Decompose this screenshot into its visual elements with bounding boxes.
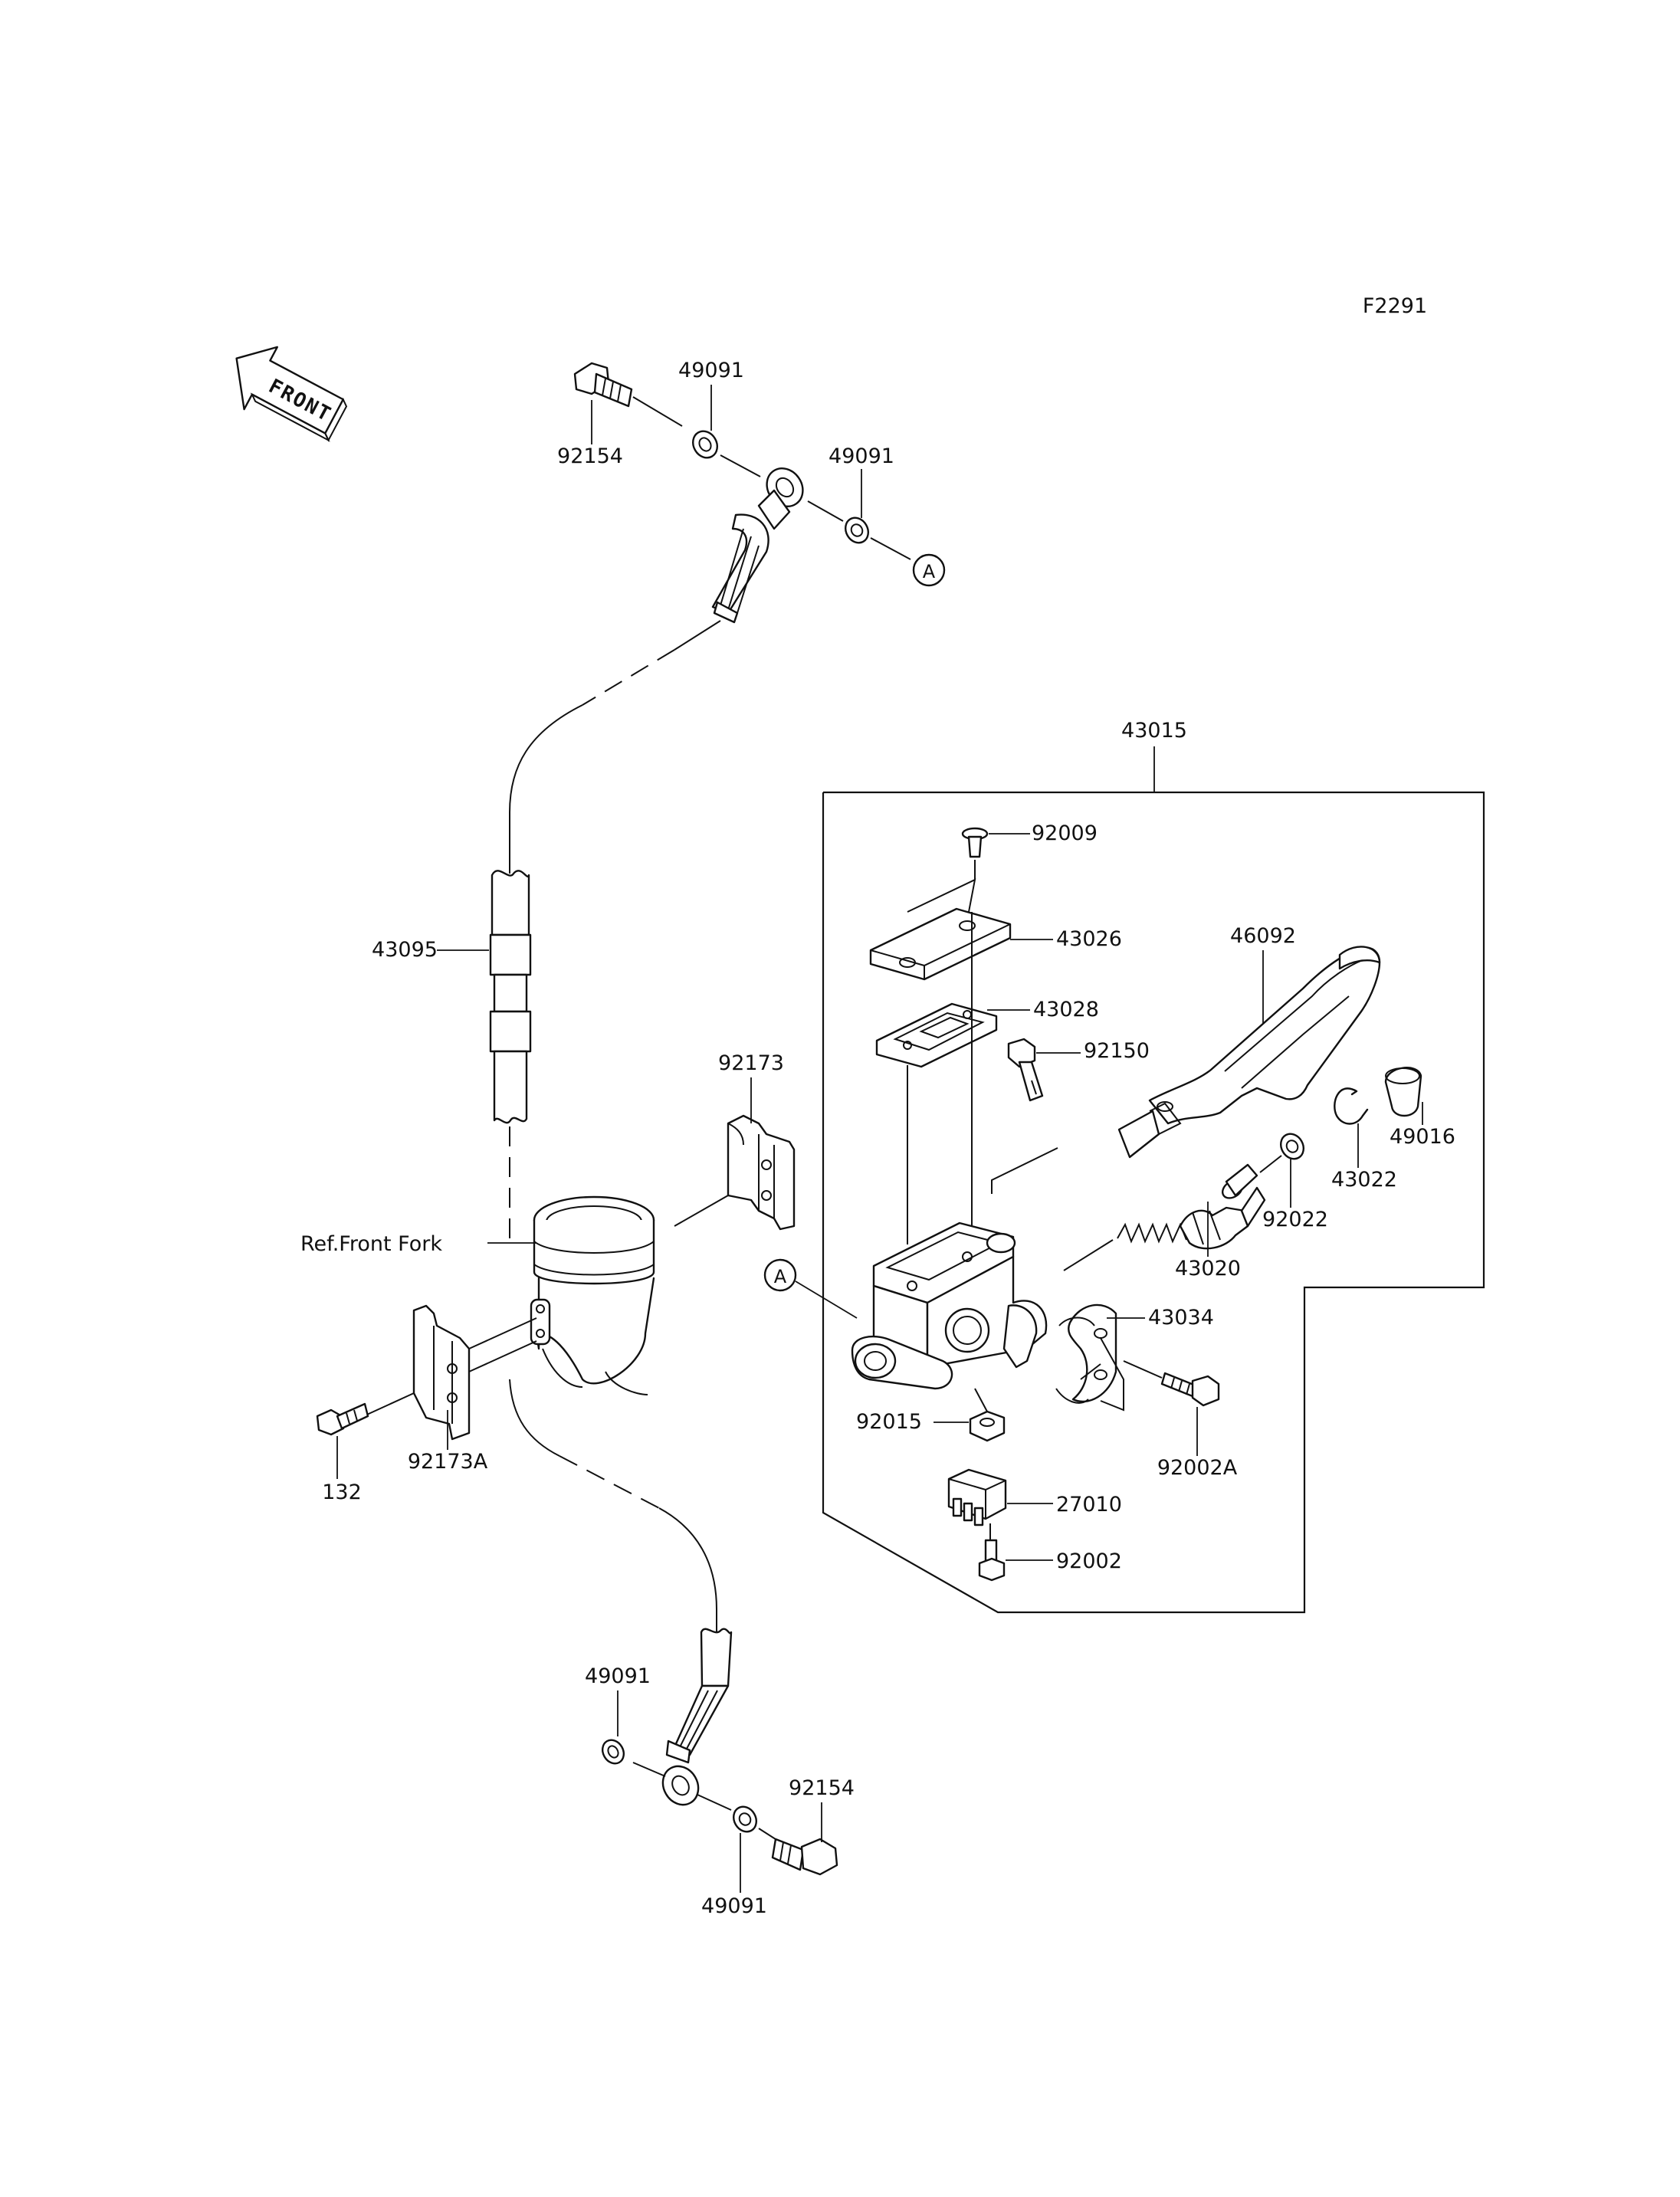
bolt-132: [316, 1402, 369, 1436]
label-49016: 49016: [1390, 1125, 1455, 1149]
label-92015: 92015: [856, 1410, 922, 1434]
master-cylinder-body: [851, 1221, 1048, 1390]
washer-bottom-2: [732, 1805, 758, 1833]
label-92002: 92002: [1056, 1549, 1122, 1573]
label-43020: 43020: [1175, 1257, 1241, 1280]
callout-a-top: [912, 553, 946, 587]
front-fork-reference: [530, 1195, 655, 1395]
switch-27010: [947, 1468, 1007, 1526]
label-92154-top: 92154: [557, 444, 623, 468]
label-43095: 43095: [372, 938, 438, 962]
label-ref-front-fork: Ref.Front Fork: [300, 1232, 442, 1256]
screw-92009: [961, 827, 989, 858]
label-92173A: 92173A: [408, 1450, 488, 1474]
label-132: 132: [322, 1481, 362, 1504]
svg-text:A: A: [923, 561, 936, 582]
spring-piston-43020: [1117, 1163, 1266, 1250]
label-49091-bottom-2: 49091: [701, 1894, 767, 1918]
label-49091-bottom-1: 49091: [585, 1664, 651, 1688]
screw-92002: [978, 1539, 1006, 1582]
label-43022: 43022: [1331, 1168, 1397, 1192]
svg-text:A: A: [774, 1266, 787, 1287]
washer-92022: [1279, 1133, 1305, 1160]
washer-top-2: [844, 516, 870, 544]
bracket-92173: [727, 1114, 796, 1231]
label-43026: 43026: [1056, 927, 1122, 951]
hose-banjo-bottom: [661, 1628, 733, 1806]
label-49091-top-2: 49091: [829, 444, 894, 468]
bracket-92173A: [412, 1304, 471, 1441]
washer-bottom-1: [601, 1739, 625, 1765]
clamp-43034: [1055, 1303, 1117, 1404]
bolt-92002A: [1160, 1372, 1220, 1407]
boot-49016: [1384, 1067, 1422, 1117]
label-43015: 43015: [1121, 719, 1187, 743]
label-92173: 92173: [718, 1051, 784, 1075]
reservoir-cap-43026: [869, 907, 1012, 981]
front-arrow-icon: FRONT: [235, 346, 348, 442]
callout-a-box: [763, 1258, 797, 1292]
banjo-bolt-bottom: [771, 1838, 838, 1876]
label-92002A: 92002A: [1157, 1456, 1238, 1480]
nut-92015: [969, 1410, 1006, 1442]
label-46092: 46092: [1230, 924, 1296, 948]
label-92154-bottom: 92154: [789, 1776, 855, 1800]
label-92022: 92022: [1262, 1208, 1328, 1231]
label-49091-top-1: 49091: [678, 359, 744, 382]
label-43028: 43028: [1033, 998, 1099, 1021]
label-92150: 92150: [1084, 1039, 1150, 1063]
circlip-43022: [1334, 1087, 1369, 1125]
washer-top-1: [691, 430, 719, 459]
label-43034: 43034: [1148, 1306, 1214, 1330]
brake-lever-46092: [1117, 946, 1381, 1159]
diaphragm-43028: [875, 1002, 998, 1068]
brake-hose-sleeve: [489, 870, 532, 1124]
figure-code: F2291: [1363, 294, 1427, 318]
banjo-bolt-top: [573, 362, 633, 408]
hose-banjo-top: [711, 467, 804, 624]
assembly-outline: [822, 791, 1485, 1614]
pivot-bolt-92150: [1007, 1038, 1044, 1102]
label-92009: 92009: [1032, 821, 1098, 845]
label-27010: 27010: [1056, 1493, 1122, 1517]
